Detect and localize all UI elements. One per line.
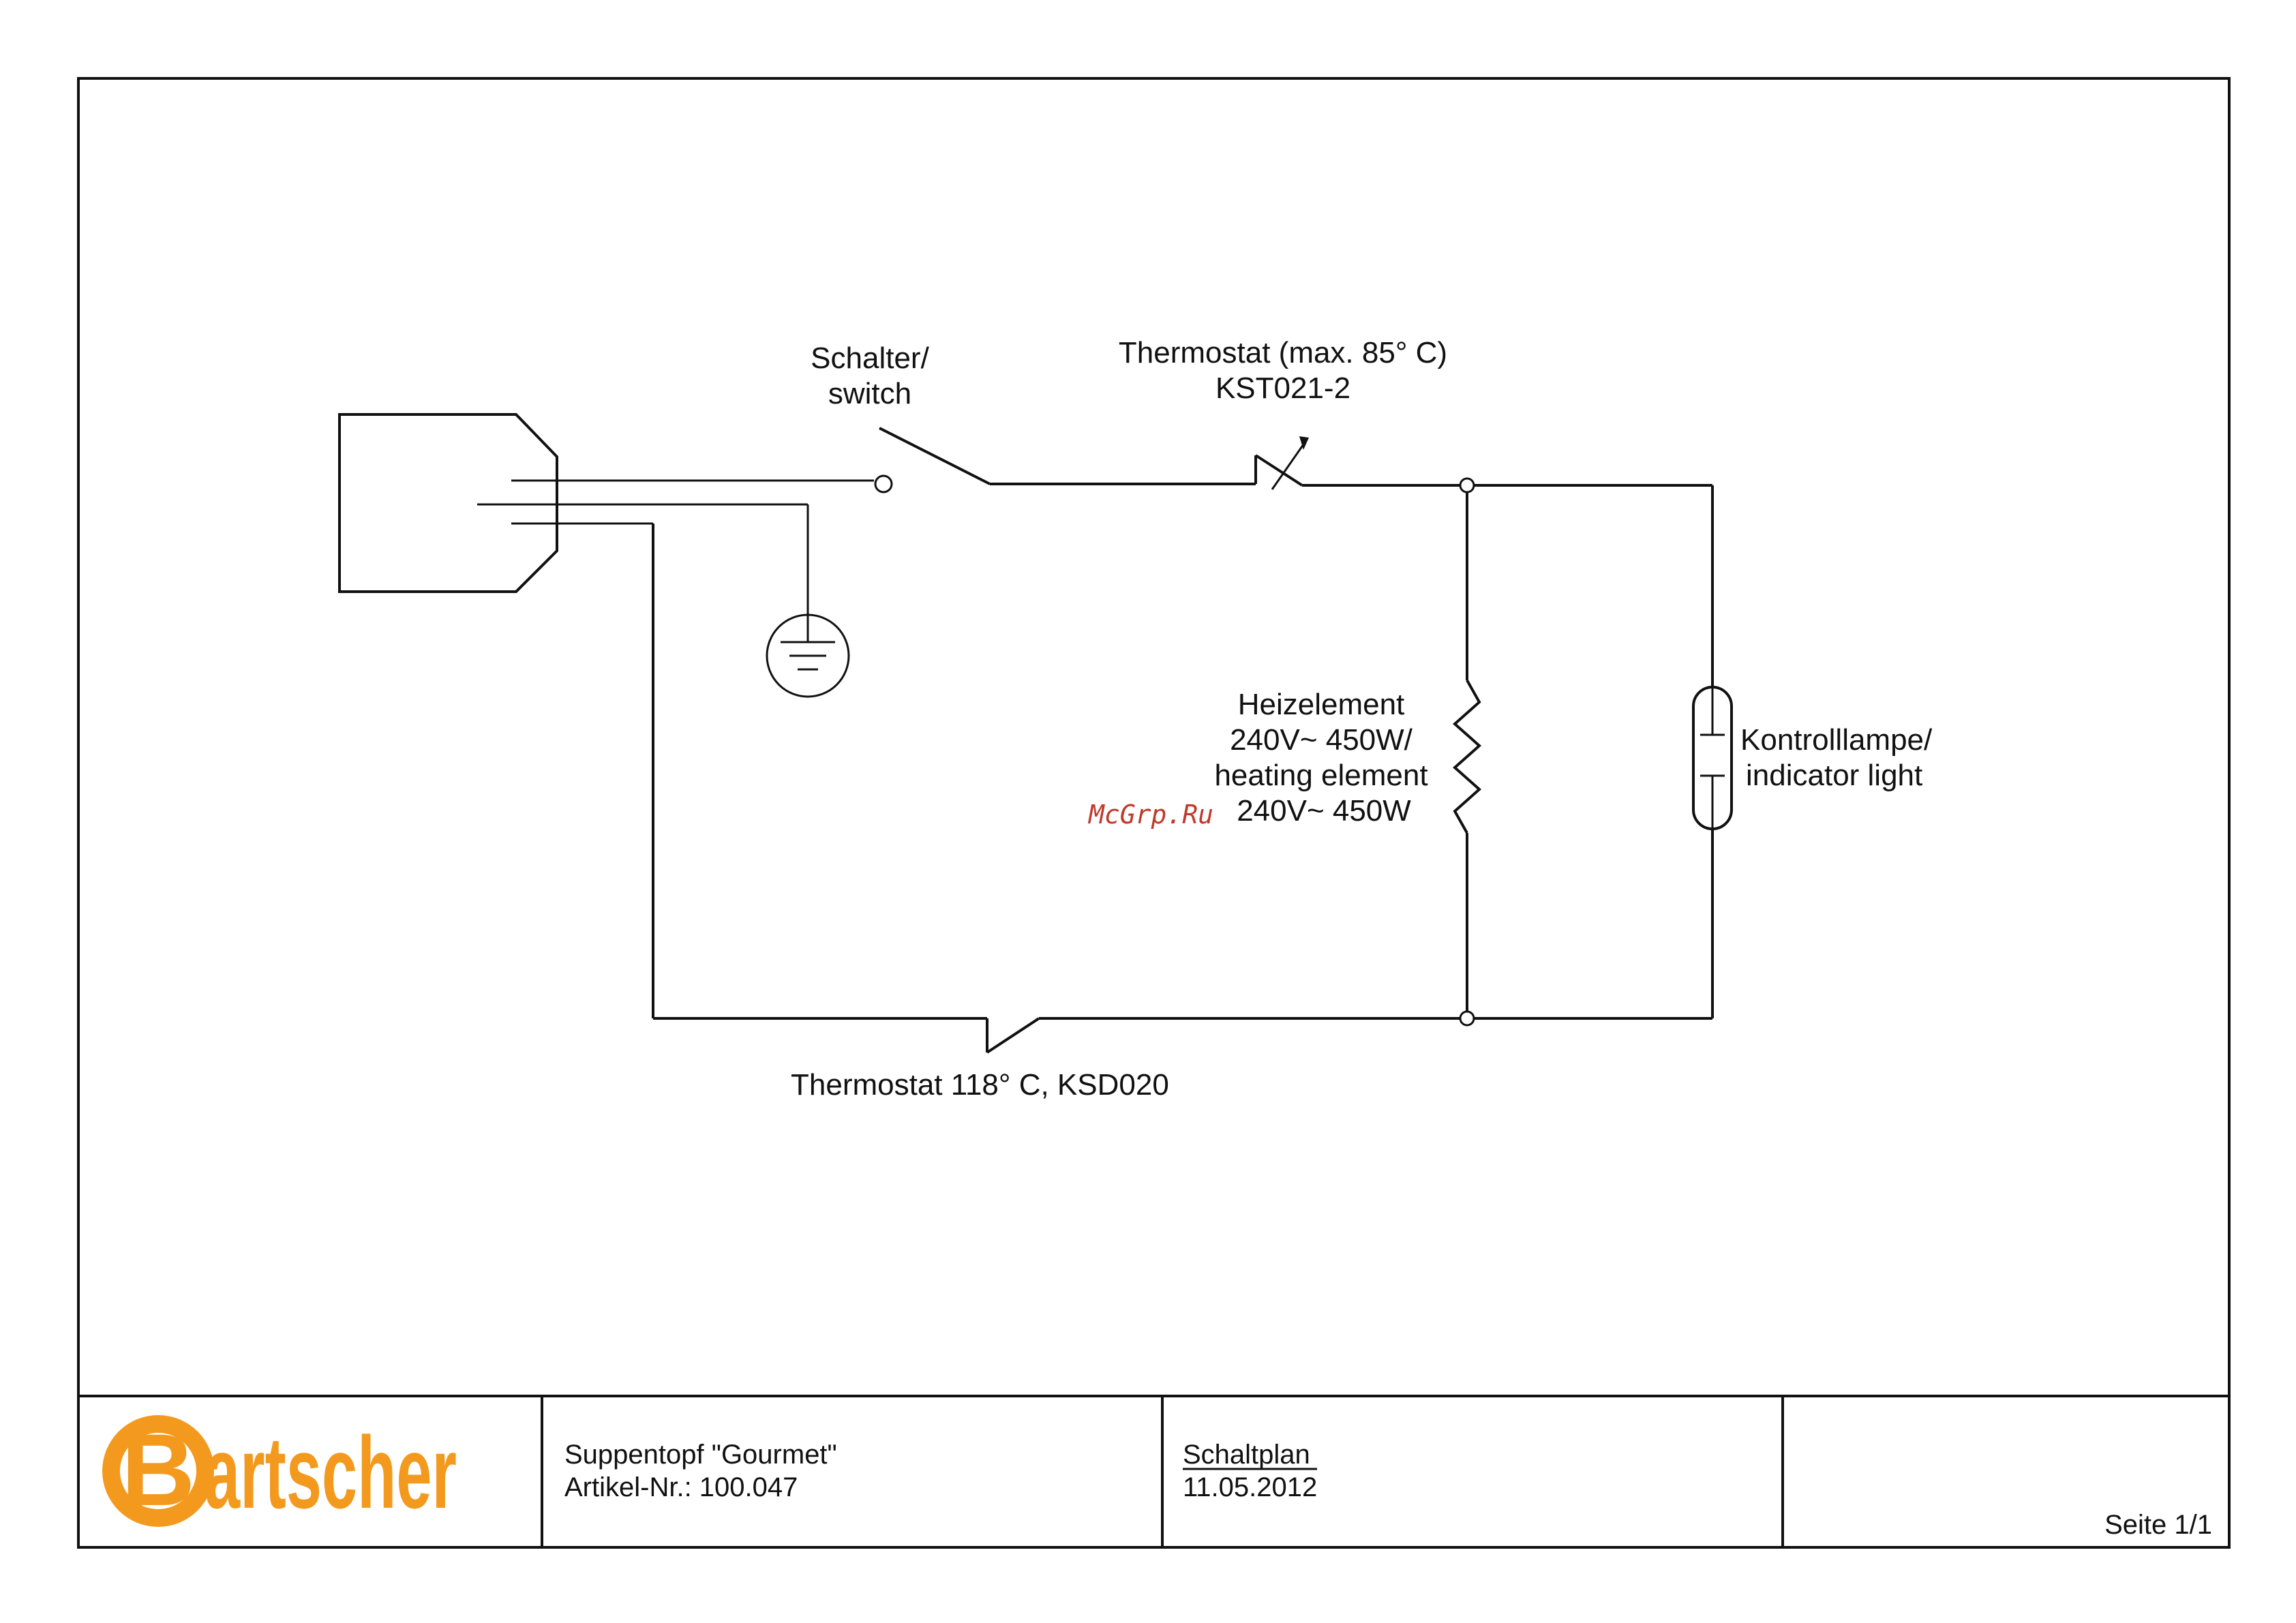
- adjustable-thermostat-icon: [1256, 436, 1467, 489]
- heating-element-label: Heizelement 240V~ 450W/ heating element …: [1214, 688, 1428, 828]
- thermostat-icon: [987, 1018, 1460, 1052]
- watermark: McGrp.Ru: [1087, 800, 1213, 830]
- lamp-icon: [1693, 687, 1732, 1018]
- svg-text:indicator light: indicator light: [1746, 759, 1922, 792]
- title-block: B artscher Suppentopf "Gourmet" Artikel-…: [78, 1396, 2229, 1547]
- bartscher-logo: B artscher: [102, 1412, 457, 1530]
- logo-text: artscher: [205, 1415, 457, 1530]
- thermostat-top-label: Thermostat (max. 85° C) KST021-2: [1119, 336, 1447, 405]
- svg-text:Kontrolllampe/: Kontrolllampe/: [1740, 723, 1933, 757]
- svg-text:Schalter/: Schalter/: [811, 342, 929, 375]
- svg-text:Heizelement: Heizelement: [1238, 688, 1405, 721]
- svg-text:240V~ 450W: 240V~ 450W: [1237, 794, 1411, 828]
- logo-letter-b: B: [121, 1412, 195, 1527]
- bottom-junction: [1460, 1012, 1474, 1025]
- page-number: Seite 1/1: [2104, 1510, 2212, 1540]
- article-number: Artikel-Nr.: 100.047: [564, 1472, 798, 1502]
- document-type: Schaltplan: [1183, 1440, 1310, 1470]
- indicator-light-label: Kontrolllampe/ indicator light: [1740, 723, 1933, 792]
- svg-text:switch: switch: [828, 377, 911, 410]
- resistor-icon: [1455, 492, 1479, 1012]
- ground-icon: [767, 504, 849, 697]
- switch-label: Schalter/ switch: [811, 342, 929, 410]
- svg-text:heating element: heating element: [1214, 759, 1428, 792]
- thermostat-bottom-label: Thermostat 118° C, KSD020: [791, 1068, 1169, 1102]
- svg-text:KST021-2: KST021-2: [1215, 371, 1350, 405]
- product-name: Suppentopf "Gourmet": [564, 1440, 837, 1470]
- switch-icon: [875, 428, 1256, 492]
- top-junction: [1460, 479, 1474, 492]
- document-date: 11.05.2012: [1183, 1472, 1317, 1502]
- svg-text:Thermostat (max. 85° C): Thermostat (max. 85° C): [1119, 336, 1447, 369]
- plug-icon: [339, 414, 874, 592]
- svg-text:240V~ 450W/: 240V~ 450W/: [1230, 723, 1413, 757]
